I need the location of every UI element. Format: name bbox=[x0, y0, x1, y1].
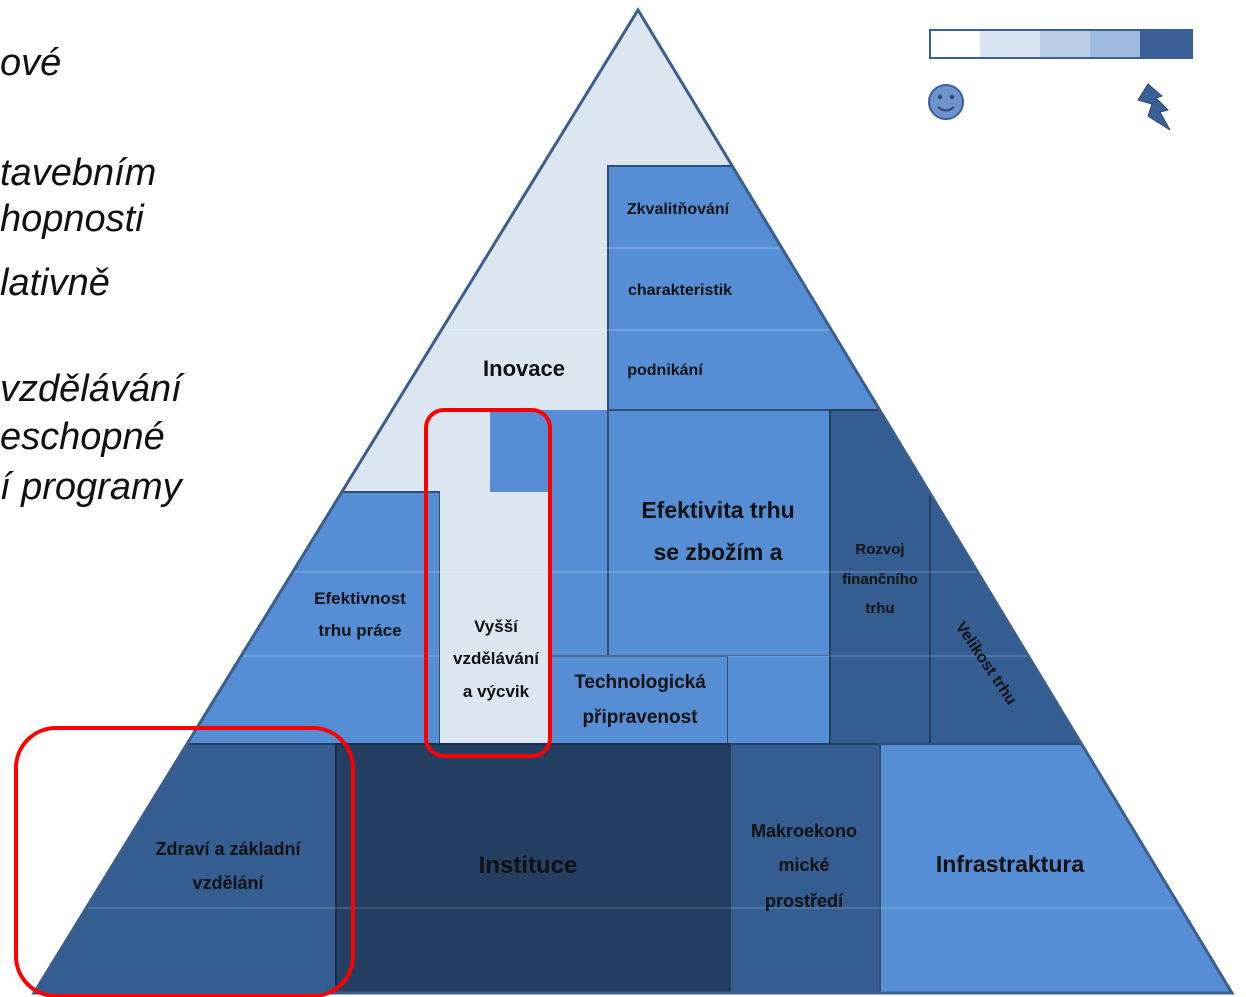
makro-block bbox=[729, 743, 881, 993]
velikost-top bbox=[930, 410, 1232, 492]
label-rozvoj-1: Rozvoj bbox=[855, 541, 904, 558]
label-technologicka-1: Technologická bbox=[574, 672, 706, 693]
label-makro-2: mické bbox=[778, 855, 829, 875]
left-text-line-7: í programy bbox=[0, 466, 182, 508]
label-instituce: Instituce bbox=[479, 852, 578, 879]
label-zkvalitnovani-1: Zkvalitňování bbox=[627, 201, 730, 218]
left-text-line-2: tavebním bbox=[0, 152, 157, 194]
legend-step-4 bbox=[1090, 30, 1140, 58]
label-makro-3: prostředí bbox=[765, 891, 844, 911]
label-efektivita-2: se zbožím a bbox=[653, 539, 782, 565]
label-zdravi-2: vzdělání bbox=[192, 873, 264, 893]
efektivita-trhu-block bbox=[607, 409, 831, 657]
legend bbox=[928, 29, 1193, 131]
smiley-icon bbox=[928, 84, 964, 120]
left-text-fragment: ové tavebním hopnosti lativně vzdělávání… bbox=[0, 0, 260, 520]
label-inovace: Inovace bbox=[483, 356, 565, 381]
label-efektivita-1: Efektivita trhu bbox=[641, 497, 794, 523]
left-text-line-3: hopnosti bbox=[0, 198, 144, 240]
label-zkvalitnovani-3: podnikání bbox=[627, 362, 703, 379]
label-efektivnost-2: trhu práce bbox=[318, 621, 401, 640]
label-vyssi-2: vzdělávání bbox=[453, 649, 540, 668]
efektivnost-block bbox=[34, 491, 441, 745]
legend-step-2 bbox=[980, 30, 1040, 58]
left-text-line-4: lativně bbox=[0, 262, 110, 304]
label-zdravi-1: Zdraví a základní bbox=[155, 839, 301, 859]
label-rozvoj-2: finančního bbox=[842, 571, 918, 588]
pyramid-outline bbox=[31, 7, 1235, 995]
label-infrastruktura: Infrastraktura bbox=[936, 851, 1084, 877]
notch-block bbox=[490, 410, 550, 492]
legend-step-1 bbox=[930, 30, 980, 58]
label-makro-1: Makroekono bbox=[751, 821, 857, 841]
left-text-line-6: eschopné bbox=[0, 416, 165, 458]
label-vyssi-3: a výcvik bbox=[463, 682, 530, 701]
zdravi-block bbox=[34, 743, 337, 993]
legend-step-5 bbox=[1140, 30, 1192, 58]
label-efektivnost-1: Efektivnost bbox=[314, 589, 406, 608]
technologicka-block bbox=[549, 655, 729, 745]
velikost-block bbox=[929, 491, 1232, 745]
label-vyssi-1: Vyšší bbox=[474, 617, 519, 636]
middle-light-top bbox=[34, 410, 440, 492]
efektivita-extension bbox=[728, 656, 830, 744]
highlight-zdravi bbox=[14, 726, 355, 997]
legend-frame bbox=[929, 29, 1193, 59]
left-text-line-5: vzdělávání bbox=[0, 368, 182, 410]
label-zkvalitnovani-2: charakteristik bbox=[628, 282, 732, 299]
instituce-block bbox=[335, 743, 731, 993]
label-rozvoj-3: trhu bbox=[865, 600, 894, 617]
left-text-line-1: ové bbox=[0, 42, 62, 84]
label-technologicka-2: připravenost bbox=[582, 707, 698, 728]
lightning-icon bbox=[1137, 83, 1171, 131]
legend-step-3 bbox=[1040, 30, 1090, 58]
highlight-vyssi-vzdelavani bbox=[424, 408, 552, 758]
